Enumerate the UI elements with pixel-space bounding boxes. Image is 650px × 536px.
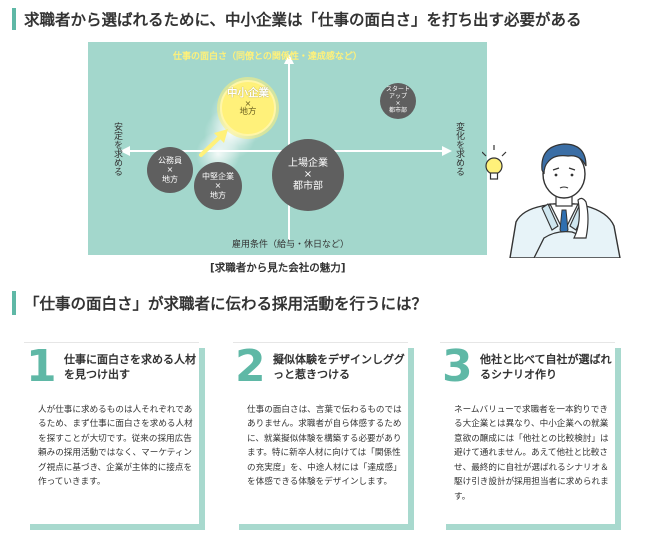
axis-top-label: 仕事の面白さ（同僚との関係性・達成感など） — [173, 52, 362, 62]
step-card-3: 3 他社と比べて自社が選ばれるシナリオ作り ネームバリューで求職者を一本釣りでき… — [440, 342, 621, 530]
axis-left-arrow-icon — [120, 146, 130, 156]
step-title: 仕事に面白さを求める人材を見つけ出す — [64, 353, 196, 381]
step-body: ネームバリューで求職者を一本釣りできる大企業とは異なり、中小企業への就業意欲の醸… — [454, 405, 609, 502]
bubble-midsize-rural: 中堅企業 × 地方 — [194, 162, 242, 210]
axis-up-arrow-icon — [284, 54, 294, 64]
axis-bottom-label: 雇用条件（給与・休日など） — [232, 240, 350, 250]
step-number: 1 — [26, 341, 57, 392]
section-heading-2: 「仕事の面白さ」が求職者に伝わる採用活動を行うには？ — [12, 291, 427, 315]
step-card-2: 2 擬似体験をデザインしググっと惹きつける 仕事の面白さは、言葉で伝わるものでは… — [233, 342, 414, 530]
bubble-civil-servant-rural: 公務員 × 地方 — [147, 147, 193, 193]
axis-left-label: 安定を求める — [112, 122, 122, 176]
diagram-caption: [求職者から見た会社の魅力] — [210, 262, 346, 274]
heading-accent-bar — [12, 8, 16, 30]
move-arrow-icon — [214, 129, 228, 143]
axis-right-arrow-icon — [442, 146, 452, 156]
card-face: 3 他社と比べて自社が選ばれるシナリオ作り ネームバリューで求職者を一本釣りでき… — [440, 342, 615, 524]
axis-right-label: 変化を求める — [454, 122, 464, 176]
heading-1-text: 求職者から選ばれるために、中小企業は「仕事の面白さ」を打ち出す必要がある — [24, 11, 582, 29]
step-body: 人が仕事に求めるものは人それぞれであるため、まず仕事に面白さを求める人材を探すこ… — [38, 405, 193, 488]
card-face: 2 擬似体験をデザインしググっと惹きつける 仕事の面白さは、言葉で伝わるものでは… — [233, 342, 408, 524]
step-title: 他社と比べて自社が選ばれるシナリオ作り — [480, 353, 612, 381]
heading-2-text: 「仕事の面白さ」が求職者に伝わる採用活動を行うには？ — [24, 295, 428, 313]
heading-accent-bar — [12, 291, 16, 315]
step-number: 3 — [442, 341, 473, 392]
step-number: 2 — [235, 341, 266, 392]
highlight-circle — [220, 80, 276, 136]
highlight-label: 中小企業 × 地方 — [227, 87, 269, 118]
card-face: 1 仕事に面白さを求める人材を見つけ出す 人が仕事に求めるものは人それぞれである… — [24, 342, 199, 524]
light-bulb-icon — [482, 145, 507, 180]
bubble-startup-urban: スタート アップ × 都市部 — [380, 83, 416, 119]
bubble-listed-urban: 上場企業 × 都市部 — [272, 139, 344, 211]
step-title: 擬似体験をデザインしググっと惹きつける — [273, 353, 405, 381]
step-card-1: 1 仕事に面白さを求める人材を見つけ出す 人が仕事に求めるものは人それぞれである… — [24, 342, 205, 530]
positioning-map: 仕事の面白さ（同僚との関係性・達成感など） 雇用条件（給与・休日など） 安定を求… — [88, 42, 487, 255]
map-axes — [120, 54, 452, 240]
thinking-man-illustration — [482, 143, 621, 258]
step-body: 仕事の面白さは、言葉で伝わるものではありません。求職者が自ら体感するために、就業… — [247, 405, 402, 488]
section-heading-1: 求職者から選ばれるために、中小企業は「仕事の面白さ」を打ち出す必要がある — [12, 8, 582, 30]
